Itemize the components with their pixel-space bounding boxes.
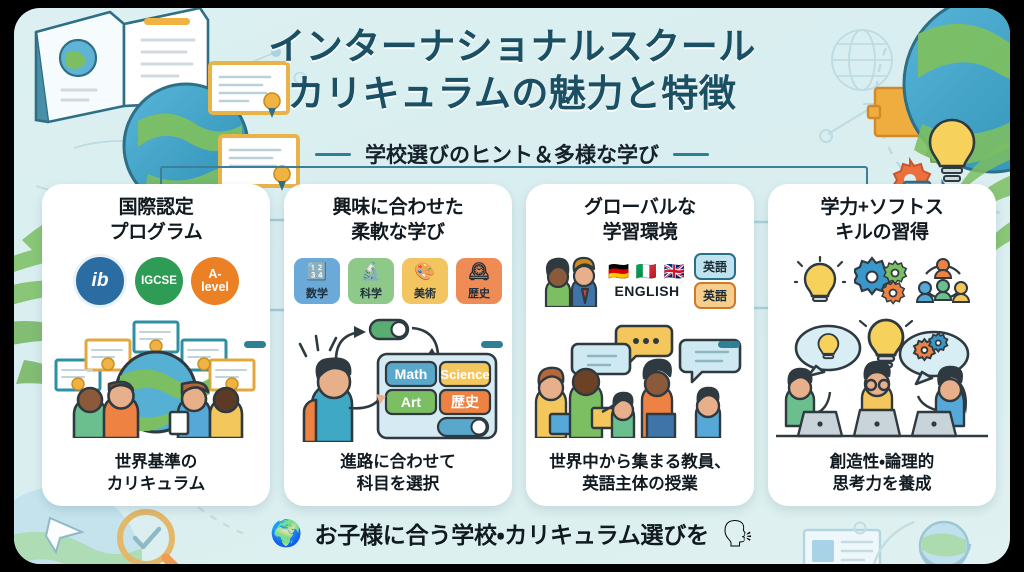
card-caption-line-2: 科目を選択 [356, 475, 440, 494]
tile-label-history: 歴史 [451, 394, 480, 410]
ib-badge: ib [73, 254, 127, 309]
card-caption-line-1: 世界基準の [114, 453, 198, 472]
tile-label-science: Science [440, 367, 489, 382]
global-icons: 🇩🇪 🇮🇹 🇬🇧 ENGLISH 英語 英語 [544, 253, 736, 310]
card-title: 国際認定 プログラム [110, 196, 203, 245]
card-illustration-subject-selection: Math Science Art 歴史 [292, 308, 504, 450]
subtitle-rule-right [673, 152, 709, 156]
english-label: ENGLISH [614, 283, 680, 300]
subject-tile-science[interactable]: 🔬 科学 [348, 258, 394, 305]
card-caption-line-1: 世界中から集まる教員、 [549, 453, 731, 472]
card-international-accreditation[interactable]: 国際認定 プログラム ib IGCSE A- level [42, 184, 270, 506]
card-caption: 創造性・論理的 思考力を養成 [830, 452, 935, 496]
card-caption: 世界中から集まる教員、 英語主体の授業 [549, 452, 731, 496]
speaking-head-icon: 🗣 [720, 518, 754, 548]
palette-icon: 🎨 [414, 262, 436, 282]
card-title-line-2: キルの習得 [835, 221, 929, 243]
title-line-1: インターナショナルスクール [268, 26, 756, 67]
flags-icon: 🇩🇪 🇮🇹 🇬🇧 [608, 262, 686, 282]
footer-banner: 🌍 お子様に合う学校・カリキュラム選びを 🗣 [14, 516, 1010, 550]
card-title-line-1: 国際認定 [118, 197, 194, 218]
alevel-badge: A- level [191, 257, 239, 306]
alevel-line-2: level [201, 280, 229, 295]
card-caption-line-2: 思考力を養成 [832, 475, 932, 494]
card-title-line-2: 柔軟な学び [351, 221, 445, 243]
card-global-environment[interactable]: グローバルな 学習環境 [526, 184, 754, 506]
card-caption-line-1: 進路に合わせて [340, 453, 456, 472]
card-connector-3 [718, 341, 740, 348]
speech-bubble-english-1: 英語 [693, 253, 736, 281]
card-caption: 世界基準の カリキュラム [107, 452, 206, 496]
subject-label: 科学 [360, 288, 382, 301]
subject-tile-art[interactable]: 🎨 美術 [402, 258, 448, 305]
card-illustration-discussion [534, 308, 746, 450]
subject-tile-math[interactable]: 🔢 数学 [294, 258, 340, 305]
card-row: 国際認定 プログラム ib IGCSE A- level [42, 184, 996, 506]
alevel-line-1: A- [208, 267, 222, 282]
card-title-line-1: グローバルな [583, 197, 696, 218]
microscope-icon: 🔬 [360, 262, 382, 282]
tile-label-art: Art [401, 394, 422, 410]
card-title-line-1: 学力+ソフトス [820, 197, 944, 218]
speech-bubble-english-2: 英語 [693, 282, 736, 310]
subject-label: 美術 [414, 288, 436, 301]
people-network-icon [916, 258, 970, 304]
card-caption: 進路に合わせて 科目を選択 [340, 452, 456, 496]
subject-tile-history[interactable]: 🕰 歴史 [456, 258, 502, 305]
clock-icon: 🕰 [468, 262, 490, 282]
subtitle-text: 学校選びのヒント＆多様な学び [365, 144, 659, 167]
title-line-2: カリキュラムの魅力と特徴 [287, 72, 737, 114]
card-title: 興味に合わせた 柔軟な学び [333, 196, 464, 245]
accreditation-badges: ib IGCSE A- level [73, 254, 239, 309]
subtitle-rule-left [315, 152, 351, 156]
card-title: 学力+ソフトス キルの習得 [821, 196, 944, 245]
globe-people-icon: 🌍 [270, 518, 303, 548]
subject-label: 歴史 [468, 288, 490, 301]
skill-icons [794, 254, 970, 308]
subject-tiles: 🔢 数学 🔬 科学 🎨 美術 🕰 歴史 [294, 254, 502, 308]
card-connector-1 [244, 341, 266, 348]
lightbulb-icon [794, 256, 846, 303]
card-flexible-learning[interactable]: 興味に合わせた 柔軟な学び 🔢 数学 🔬 科学 🎨 美術 [284, 184, 512, 506]
card-title: グローバルな 学習環境 [584, 196, 696, 245]
subject-label: 数学 [306, 288, 328, 301]
card-illustration-laptops [776, 308, 988, 450]
card-title-line-2: プログラム [109, 221, 203, 243]
igcse-badge: IGCSE [135, 257, 183, 306]
card-connector-2 [481, 341, 503, 348]
teachers-icon [544, 257, 598, 308]
infographic-canvas: インターナショナルスクール カリキュラムの魅力と特徴 学校選びのヒント＆多様な学… [14, 8, 1010, 564]
card-title-line-2: 学習環境 [602, 221, 678, 243]
gears-icon [854, 256, 908, 306]
card-title-line-1: 興味に合わせた [332, 197, 464, 218]
card-academic-soft-skills[interactable]: 学力+ソフトス キルの習得 [768, 184, 996, 506]
card-caption-line-1: 創造性・論理的 [829, 453, 935, 472]
card-caption-line-2: 英語主体の授業 [582, 475, 698, 494]
numbers-icon: 🔢 [306, 262, 328, 282]
page-title: インターナショナルスクール カリキュラムの魅力と特徴 [14, 24, 1010, 117]
card-illustration-students-globe [50, 308, 262, 450]
footer-text: お子様に合う学校・カリキュラム選びを [314, 522, 709, 548]
subtitle-row: 学校選びのヒント＆多様な学び [14, 139, 1010, 169]
card-caption-line-2: カリキュラム [106, 475, 206, 494]
tile-label-math: Math [395, 366, 428, 382]
